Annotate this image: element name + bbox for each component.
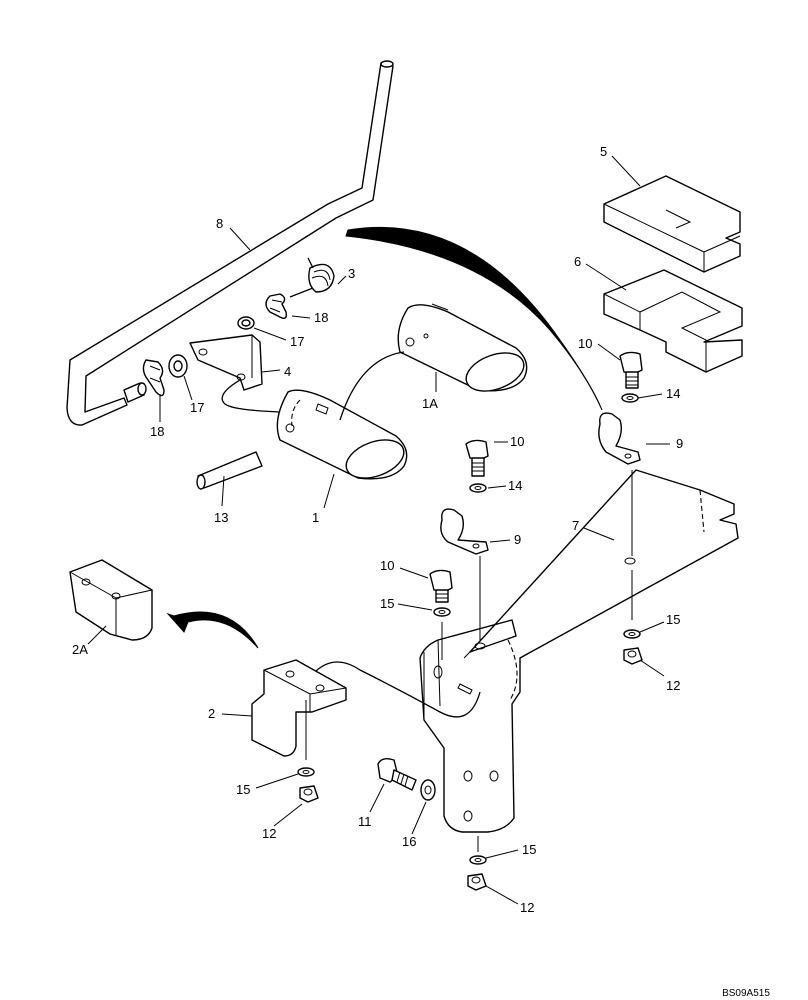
callout-5: 5 [600,144,607,159]
leader-lines [87,155,670,905]
callout-10-b: 10 [510,434,524,449]
callout-12-c: 12 [520,900,534,915]
bolt-part-11 [377,757,417,791]
clamp-part-lower [440,508,489,555]
washer-part-upper [237,316,255,330]
lamp-part-alt [339,303,528,421]
slotted-pad-part [603,269,743,373]
callout-18-upper: 18 [314,310,328,325]
clamp-part-upper [598,412,641,465]
pin-part [196,451,263,490]
clip-part-lower [142,359,165,397]
callout-1: 1 [312,510,319,525]
clip-part-upper [265,293,288,319]
mount-bracket-part [251,659,347,757]
washer-15-c [297,767,315,777]
callout-9-a: 9 [676,436,683,451]
washer-16 [420,779,436,801]
callout-15-b: 15 [666,612,680,627]
callout-14-a: 14 [666,386,680,401]
callout-10-a: 10 [578,336,592,351]
bolt-part-b [465,439,489,477]
callout-12-a: 12 [666,678,680,693]
washer-15-a [433,607,451,617]
washer-15-b [623,629,641,639]
callout-9-b: 9 [514,532,521,547]
callout-3: 3 [348,266,355,281]
mount-bracket-part-alt [69,559,153,641]
lamp-part [276,389,408,480]
callout-18-lower: 18 [150,424,164,439]
drawing-code: BS09A515 [722,988,770,999]
callout-2a: 2A [72,642,88,657]
nut-part-a [623,647,643,665]
handle-rod-part [66,60,394,426]
reference-arc-upper [345,226,603,411]
callout-7: 7 [572,518,579,533]
washer-part-lower [168,354,188,378]
callout-2: 2 [208,706,215,721]
nut-part-b [299,785,319,803]
callout-17-upper: 17 [290,334,304,349]
assembly-centerlines [305,470,633,852]
washer-14-a [621,393,639,403]
callout-1a: 1A [422,396,438,411]
callout-8: 8 [216,216,223,231]
nut-part-c [467,873,487,891]
callout-16: 16 [402,834,416,849]
washer-15-d [469,855,487,865]
callout-12-b: 12 [262,826,276,841]
bolt-part-c [429,569,453,603]
callout-6: 6 [574,254,581,269]
callout-15-c: 15 [236,782,250,797]
callout-15-a: 15 [380,596,394,611]
callout-10-c: 10 [380,558,394,573]
callout-4: 4 [284,364,291,379]
callout-15-d: 15 [522,842,536,857]
callout-11: 11 [358,814,372,829]
washer-14-b [469,483,487,493]
spacer-pad-part [603,175,741,273]
callout-17-lower: 17 [190,400,204,415]
callout-13: 13 [214,510,228,525]
callout-14-b: 14 [508,478,522,493]
bracket-plate-part [189,334,281,413]
bolt-part-a [619,351,643,389]
spring-part [289,257,335,298]
mounting-bracket-part [307,469,739,833]
reference-arc-lower [166,611,259,649]
